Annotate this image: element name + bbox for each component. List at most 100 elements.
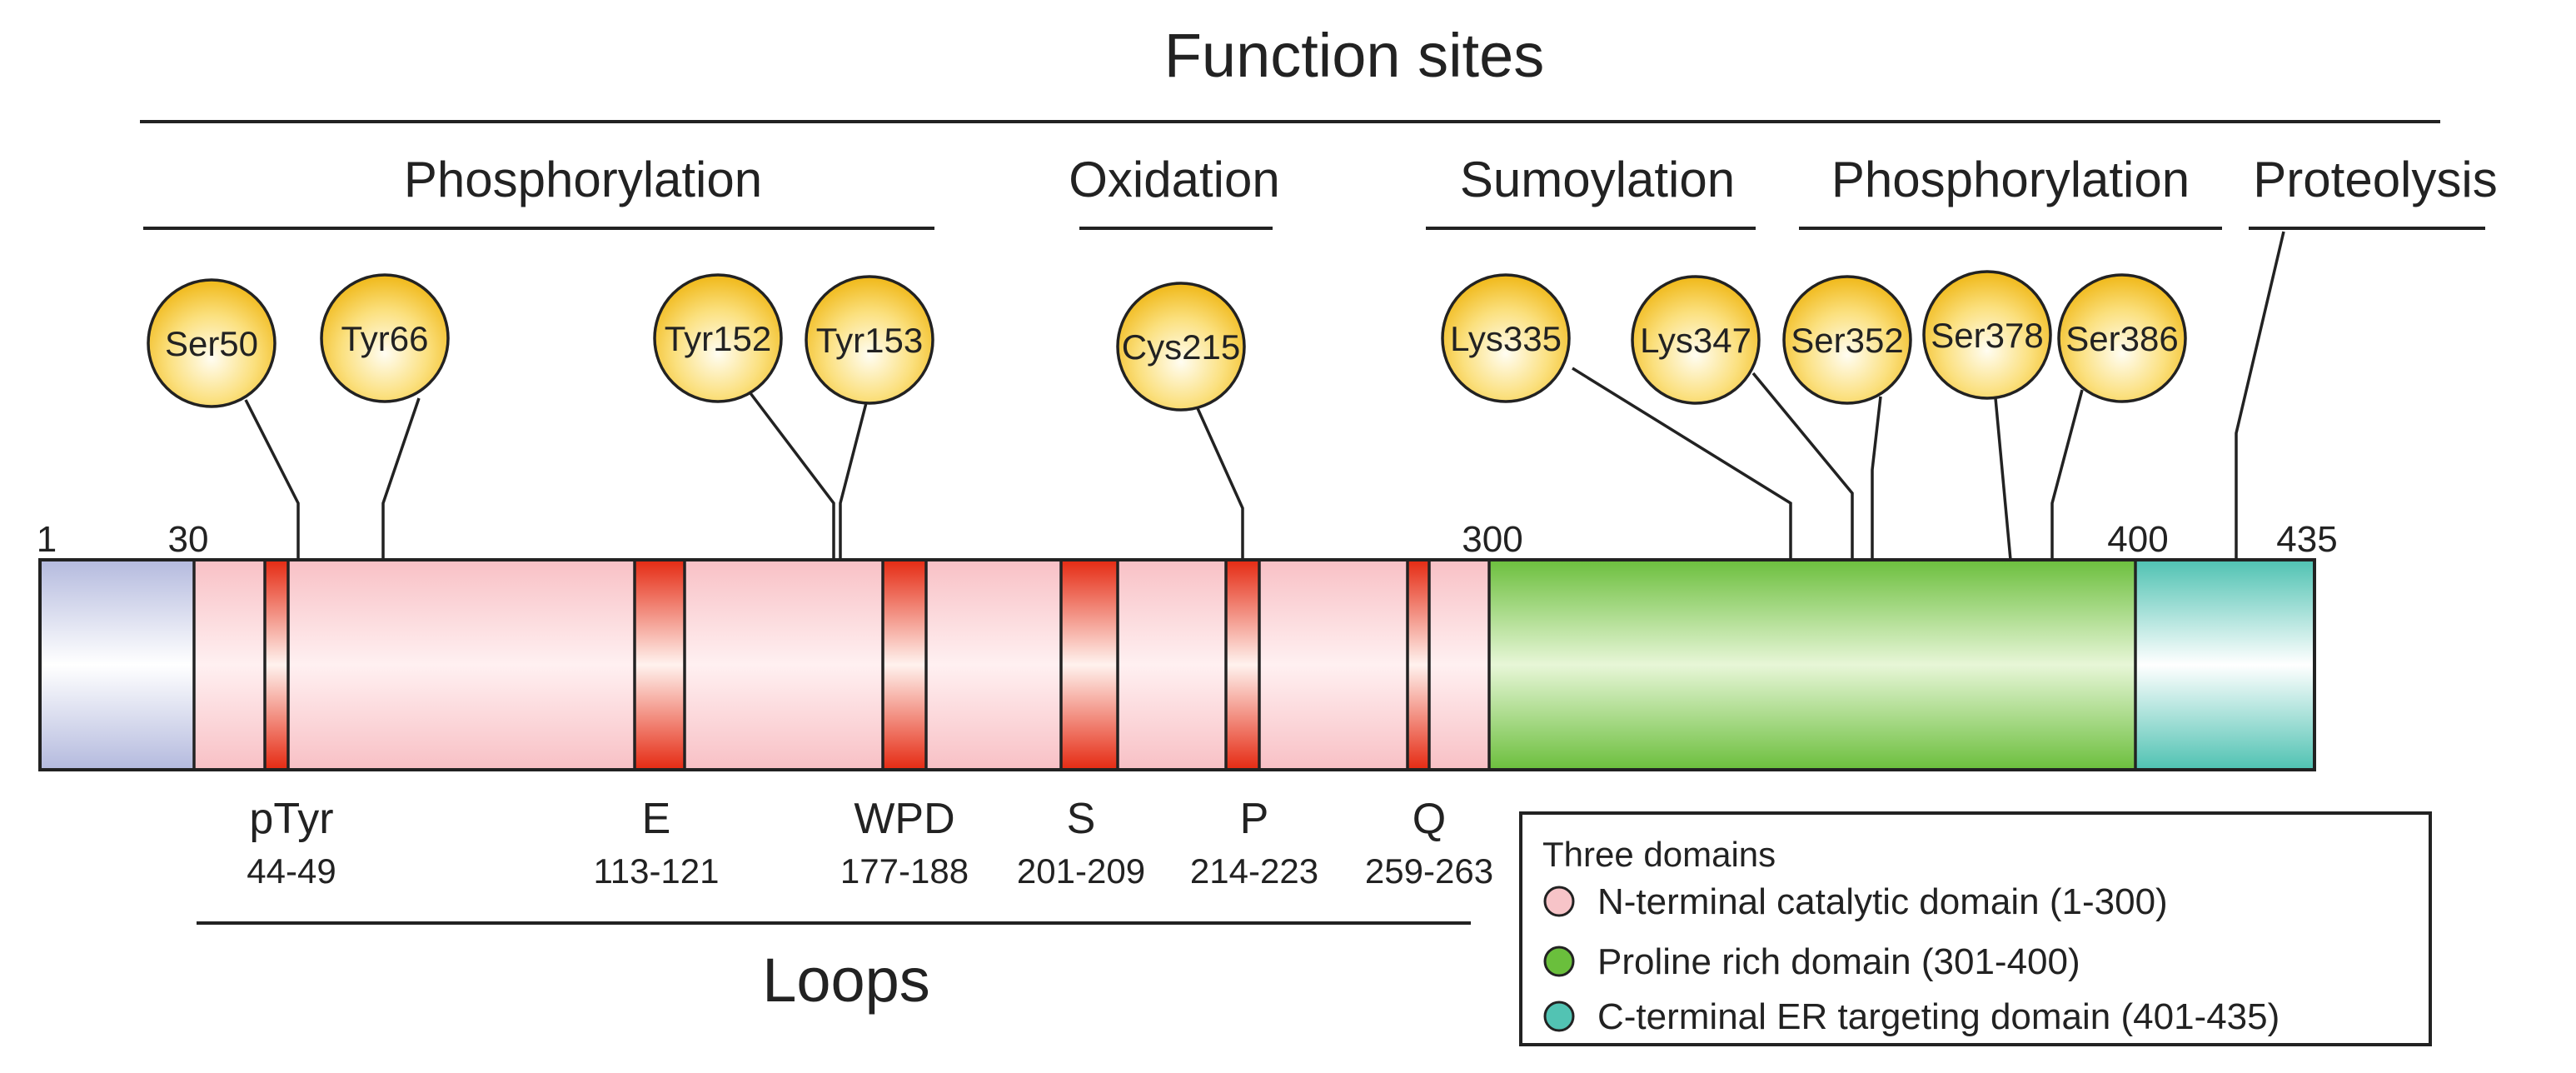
legend-label: C-terminal ER targeting domain (401-435): [1597, 996, 2280, 1037]
loop-band-e: [635, 560, 685, 770]
site-label: Tyr153: [816, 321, 923, 360]
site-label: Cys215: [1122, 327, 1240, 367]
connector-ser378: [1994, 397, 2012, 561]
loop-label-ptyr: pTyr 44-49: [247, 795, 336, 891]
site-circle: [1631, 275, 1761, 405]
site-circle: [2057, 273, 2187, 403]
category-label: Phosphorylation: [404, 152, 762, 207]
site-label: Ser378: [1931, 316, 2043, 355]
connector-proteolysis: [2235, 231, 2285, 560]
connector-lys347: [1751, 372, 1854, 560]
connector-ser50: [244, 399, 300, 560]
c-terminal-er-targeting-domain: [2135, 560, 2314, 770]
category-label: Phosphorylation: [1831, 152, 2190, 207]
site-label: Lys335: [1450, 319, 1562, 358]
connector-cys215: [1195, 406, 1244, 560]
site-tyr66: Tyr66: [320, 273, 450, 403]
region-1-30: [40, 560, 194, 770]
category-label: Sumoylation: [1460, 152, 1735, 207]
legend-item-proline-rich: Proline rich domain (301-400): [1543, 941, 2080, 982]
loop-name: E: [642, 795, 671, 843]
site-ser50: Ser50: [147, 278, 277, 408]
legend-box: [1519, 811, 2432, 1046]
loop-band-s: [1061, 560, 1118, 770]
position-435: 435: [2276, 519, 2337, 560]
loop-band-wpd: [883, 560, 926, 770]
category-oxidation: Oxidation: [1069, 152, 1280, 230]
site-label: Ser386: [2065, 319, 2178, 358]
site-label: Ser352: [1791, 321, 1903, 360]
function-sites-title: Function sites: [1164, 21, 1545, 90]
category-phosphorylation-1: Phosphorylation: [143, 152, 934, 230]
site-lys335: Lys335: [1441, 273, 1571, 403]
connector-lys335: [1572, 367, 1792, 560]
loop-band-p: [1226, 560, 1259, 770]
connector-tyr152: [746, 388, 835, 560]
connector-ser352: [1871, 396, 1882, 560]
site-circle: [320, 273, 450, 403]
n-terminal-catalytic-domain: [194, 560, 1489, 770]
loop-label-s: S 201-209: [1017, 795, 1145, 891]
legend-label: N-terminal catalytic domain (1-300): [1597, 881, 2168, 922]
loop-range: 177-188: [840, 851, 969, 891]
site-ser378: Ser378: [1922, 270, 2052, 400]
site-ser352: Ser352: [1782, 275, 1912, 405]
loop-name: WPD: [854, 795, 954, 843]
loop-name: pTyr: [249, 795, 333, 843]
legend: Three domains N-terminal catalytic domai…: [1519, 811, 2432, 1046]
site-circle: [1441, 273, 1571, 403]
loop-range: 214-223: [1190, 851, 1318, 891]
site-circle: [1782, 275, 1912, 405]
proline-rich-domain: [1489, 560, 2135, 770]
loop-label-wpd: WPD 177-188: [840, 795, 969, 891]
site-lys347: Lys347: [1631, 275, 1761, 405]
loop-name: Q: [1413, 795, 1446, 843]
loop-range: 259-263: [1365, 851, 1493, 891]
legend-swatch: [1543, 946, 1575, 977]
loop-label-p: P 214-223: [1190, 795, 1318, 891]
site-circle: [1116, 282, 1246, 412]
connector-tyr66: [381, 397, 421, 560]
loop-name: P: [1240, 795, 1269, 843]
loop-label-q: Q 259-263: [1365, 795, 1493, 891]
site-tyr152: Tyr152: [653, 273, 783, 403]
position-300: 300: [1462, 519, 1522, 560]
connector-tyr153: [839, 396, 869, 560]
position-400: 400: [2107, 519, 2168, 560]
site-ser386: Ser386: [2057, 273, 2187, 403]
loop-name: S: [1067, 795, 1096, 843]
site-tyr153: Tyr153: [805, 275, 934, 405]
site-label: Lys347: [1640, 321, 1751, 360]
category-label: Oxidation: [1069, 152, 1279, 207]
category-label: Proteolysis: [2253, 152, 2497, 207]
site-connectors: [244, 231, 2285, 561]
loop-range: 201-209: [1017, 851, 1145, 891]
loops-title: Loops: [762, 946, 930, 1015]
loop-band-ptyr: [265, 560, 288, 770]
category-phosphorylation-2: Phosphorylation: [1799, 152, 2222, 230]
position-1: 1: [37, 519, 57, 560]
protein-bar-outline: [38, 558, 2316, 771]
legend-swatch: [1543, 886, 1575, 917]
legend-item-n-terminal: N-terminal catalytic domain (1-300): [1543, 881, 2168, 922]
protein-bar: [38, 558, 2316, 771]
legend-item-c-terminal: C-terminal ER targeting domain (401-435): [1543, 996, 2280, 1037]
site-label: Tyr152: [665, 319, 771, 358]
site-circle: [1922, 270, 2052, 400]
site-label: Tyr66: [341, 319, 428, 358]
category-proteolysis: Proteolysis: [2249, 152, 2498, 230]
loop-range: 44-49: [247, 851, 336, 891]
legend-swatch: [1543, 1001, 1575, 1032]
loop-band-q: [1408, 560, 1429, 770]
position-30: 30: [168, 519, 209, 560]
loop-label-e: E 113-121: [593, 795, 719, 891]
legend-label: Proline rich domain (301-400): [1597, 941, 2080, 982]
legend-title: Three domains: [1542, 835, 1776, 874]
connector-ser386: [2050, 389, 2084, 560]
site-cys215: Cys215: [1116, 282, 1246, 412]
site-label: Ser50: [165, 324, 258, 363]
site-circle: [653, 273, 783, 403]
site-circle: [147, 278, 277, 408]
site-circle: [805, 275, 934, 405]
